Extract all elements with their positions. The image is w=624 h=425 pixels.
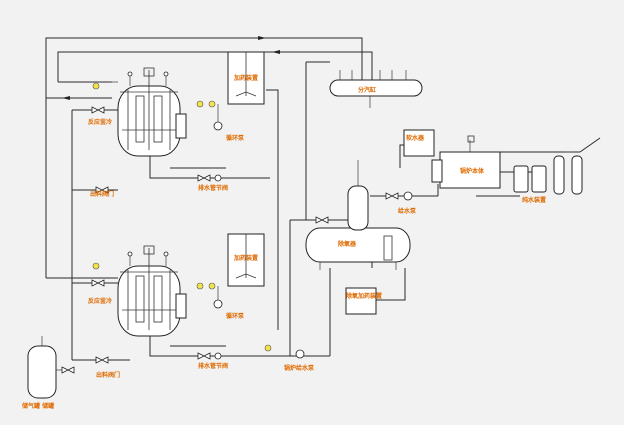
dosing-tank-top xyxy=(213,51,265,131)
label-feed-pump-bottom: 锅炉给水泵 xyxy=(284,364,315,372)
label-water-treatment: 纯水装置 xyxy=(522,196,546,204)
valves xyxy=(61,106,399,374)
steam-distributor xyxy=(329,70,423,108)
softener xyxy=(403,129,435,157)
chemical-tank-right xyxy=(345,287,377,315)
reactor-bottom xyxy=(117,245,187,337)
label-valve-top: 排水管节阀 xyxy=(198,184,228,192)
dosing-tank-bottom xyxy=(213,233,265,309)
storage-tank-left xyxy=(27,336,72,399)
label-pump-bottom: 循环泵 xyxy=(226,312,245,320)
pressure-gauges xyxy=(92,82,272,352)
label-reactor-bottom-b: 出料阀门 xyxy=(96,371,120,379)
label-reactor-top-a: 反应釜冷 xyxy=(88,118,112,126)
labels: 反应釜冷 出料阀门 反应釜冷 出料阀门 加药装置 加药装置 循环泵 循环泵 排水… xyxy=(21,74,546,410)
label-dosing-top: 加药装置 xyxy=(233,74,258,82)
label-feed-pump-right: 给水泵 xyxy=(398,207,417,215)
label-valve-bottom: 排水管节阀 xyxy=(198,362,228,370)
pumps xyxy=(214,174,413,360)
label-reactor-bottom-a: 反应釜冷 xyxy=(88,297,112,305)
label-reactor-top-b: 出料阀门 xyxy=(90,190,114,198)
label-chemical-tank: 除氧加药装置 xyxy=(346,292,382,300)
label-pump-top: 循环泵 xyxy=(226,134,245,142)
label-softener: 软水器 xyxy=(406,134,425,142)
label-storage-tank: 储气罐 储罐 xyxy=(21,402,54,410)
label-deaerator: 除氧器 xyxy=(338,240,357,248)
boiler xyxy=(431,135,501,189)
deaerator xyxy=(305,160,411,270)
label-boiler: 锅炉本体 xyxy=(460,167,485,175)
label-distributor: 分汽缸 xyxy=(358,86,376,94)
reactor-top xyxy=(110,67,187,157)
label-dosing-bottom: 加药装置 xyxy=(233,254,258,262)
water-treatment xyxy=(513,151,583,195)
